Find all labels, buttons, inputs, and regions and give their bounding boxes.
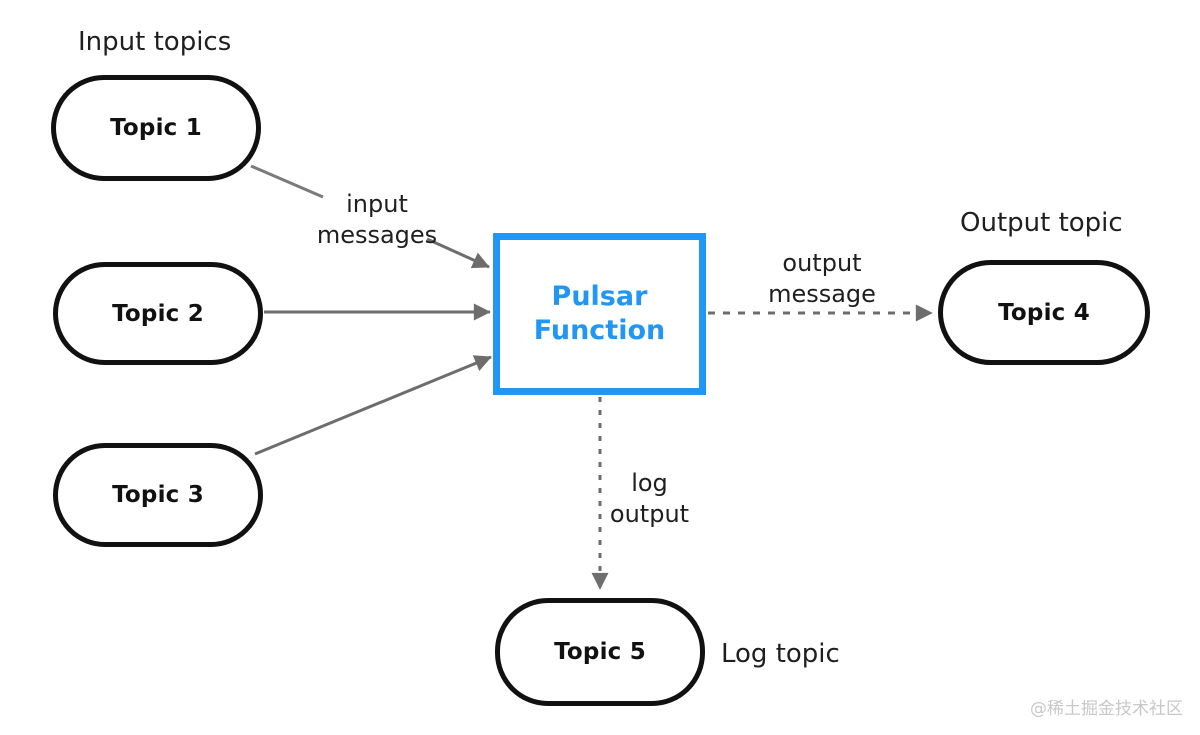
edge-label-log-output: log output — [609, 469, 690, 528]
node-topic-4: Topic 4 — [938, 260, 1150, 365]
watermark: @稀土掘金技术社区 — [1030, 699, 1183, 719]
node-topic-5: Topic 5 — [495, 598, 705, 706]
heading-log-topic: Log topic — [721, 639, 840, 669]
edge-label-input-messages: input messages — [316, 190, 438, 249]
node-topic-2: Topic 2 — [53, 262, 263, 365]
edge-label-output-message: output message — [768, 249, 876, 308]
edge-topic1-to-label — [250, 164, 324, 199]
node-pulsar-function: Pulsar Function — [493, 233, 706, 395]
arrow-label-to-function — [426, 237, 490, 269]
heading-input-topics: Input topics — [78, 27, 232, 57]
node-topic-1: Topic 1 — [51, 75, 261, 181]
node-topic-3: Topic 3 — [53, 443, 263, 547]
heading-output-topic: Output topic — [960, 208, 1123, 238]
arrow-topic3-to-function — [254, 355, 492, 456]
